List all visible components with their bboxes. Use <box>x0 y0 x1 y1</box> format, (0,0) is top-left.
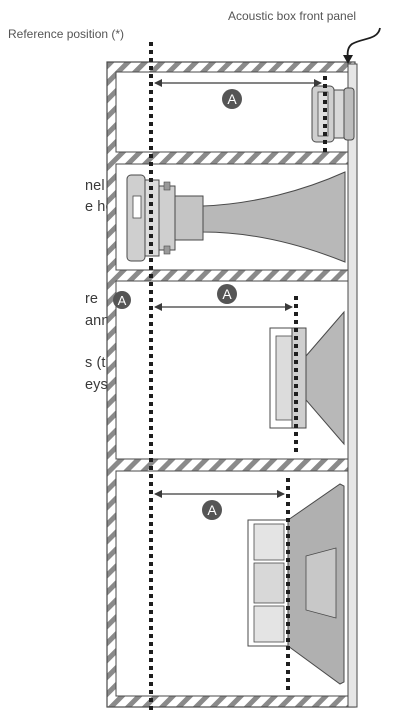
midrange-driver <box>269 310 345 446</box>
distance-marker-woofer: A <box>202 500 222 520</box>
horn <box>202 171 346 263</box>
curved-arrow-icon <box>346 27 381 59</box>
svg-text:A: A <box>222 286 232 302</box>
woofer-driver <box>247 483 345 685</box>
inline-distance-marker: A <box>113 291 131 309</box>
tweeter-driver <box>311 85 355 143</box>
front-panel <box>347 63 358 708</box>
distance-marker-midrange: A <box>217 284 237 304</box>
svg-text:A: A <box>118 293 127 308</box>
compression-driver <box>126 174 204 262</box>
svg-text:A: A <box>207 502 217 518</box>
svg-text:A: A <box>227 91 237 107</box>
distance-marker-tweeter: A <box>222 89 242 109</box>
reference-position-label: Reference position (*) <box>8 27 125 41</box>
front-panel-label: Acoustic box front panel <box>228 9 357 23</box>
body-text-line-3: re <box>85 291 99 307</box>
